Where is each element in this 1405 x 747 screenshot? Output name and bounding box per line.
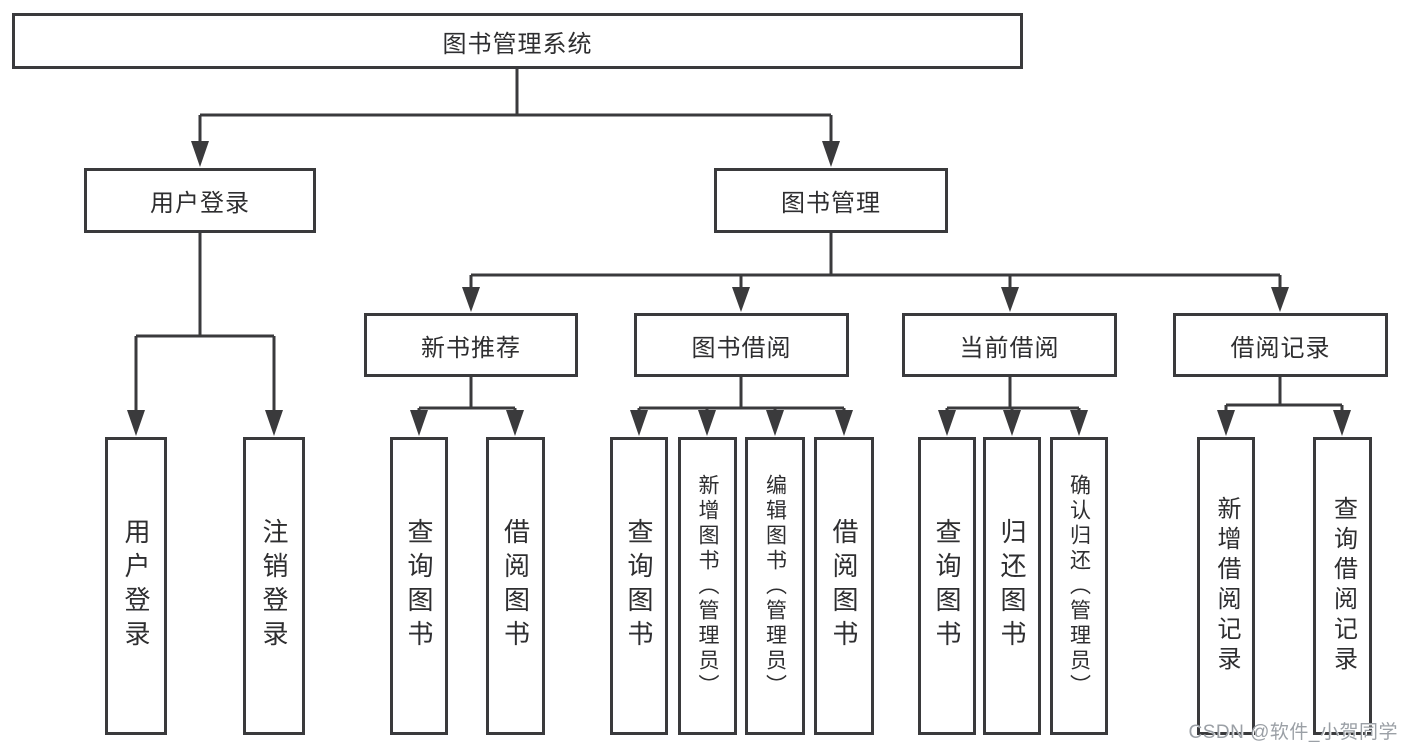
node-label: 借阅记录 <box>1230 334 1331 362</box>
node-label: 新增图书（管理员） <box>696 473 719 699</box>
node-label: 用户登录 <box>121 518 151 654</box>
node-label: 查询图书 <box>624 518 654 654</box>
node-label: 借阅图书 <box>829 518 859 654</box>
node-label: 图书管理 <box>781 190 881 217</box>
node-label: 新增借阅记录 <box>1213 496 1240 676</box>
leaf-query-borrow-record: 查询借阅记录 <box>1313 437 1372 735</box>
leaf-user-login: 用户登录 <box>105 437 167 735</box>
node-label: 归还图书 <box>997 518 1027 654</box>
node-label: 新书推荐 <box>421 334 521 362</box>
node-label: 用户登录 <box>150 190 250 217</box>
node-label: 当前借阅 <box>959 334 1060 362</box>
node-label: 注销登录 <box>259 518 289 654</box>
node-user-login: 用户登录 <box>84 168 316 233</box>
node-label: 确认归还（管理员） <box>1067 473 1091 699</box>
leaf-add-borrow-record: 新增借阅记录 <box>1197 437 1255 735</box>
node-label: 借阅图书 <box>500 518 531 654</box>
leaf-query-books: 查询图书 <box>610 437 668 735</box>
leaf-edit-books-admin: 编辑图书（管理员） <box>745 437 805 735</box>
leaf-logout: 注销登录 <box>243 437 305 735</box>
leaf-borrow-books-recommend: 借阅图书 <box>486 437 545 735</box>
node-label: 图书管理系统 <box>442 30 593 58</box>
node-new-book-recommendation: 新书推荐 <box>364 313 578 377</box>
leaf-confirm-return-admin: 确认归还（管理员） <box>1050 437 1108 735</box>
node-label: 查询图书 <box>932 518 962 654</box>
leaf-add-books-admin: 新增图书（管理员） <box>678 437 737 735</box>
node-book-management: 图书管理 <box>714 168 948 233</box>
node-label: 查询借阅记录 <box>1329 496 1357 676</box>
node-library-management-system: 图书管理系统 <box>12 13 1023 69</box>
arrowhead-icons <box>127 141 1351 436</box>
node-label: 查询图书 <box>404 518 434 654</box>
node-book-borrowing: 图书借阅 <box>634 313 849 377</box>
node-current-borrowing: 当前借阅 <box>902 313 1117 377</box>
leaf-borrow-books: 借阅图书 <box>814 437 874 735</box>
leaf-query-books-recommend: 查询图书 <box>390 437 448 735</box>
node-label: 编辑图书（管理员） <box>763 473 787 699</box>
leaf-return-books: 归还图书 <box>983 437 1041 735</box>
csdn-watermark: CSDN @软件_小贺同学 <box>1188 722 1398 743</box>
node-borrowing-records: 借阅记录 <box>1173 313 1388 377</box>
leaf-query-books-current: 查询图书 <box>918 437 976 735</box>
node-label: 图书借阅 <box>691 334 792 362</box>
